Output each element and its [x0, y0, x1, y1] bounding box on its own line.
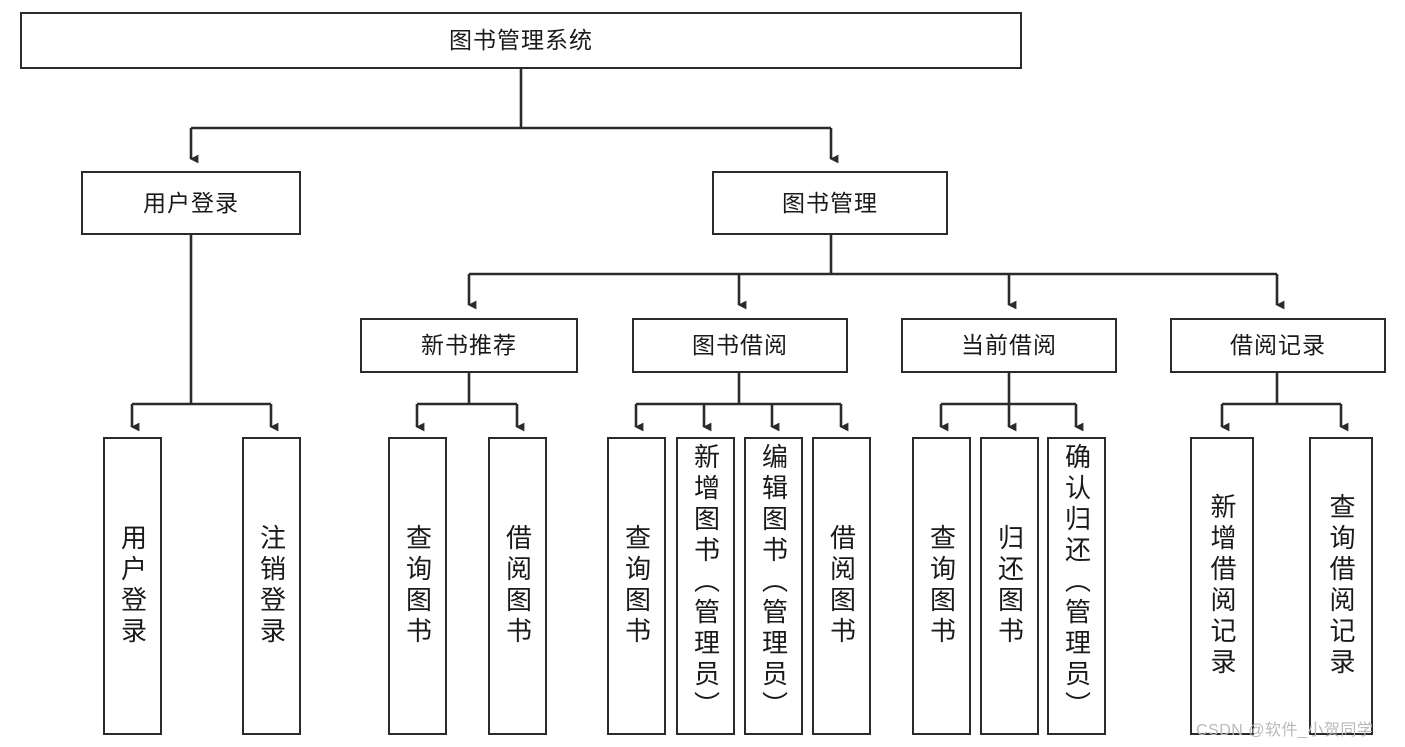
node-leaf-add-book-admin[interactable]: 新增图书（管理员） — [676, 437, 735, 735]
node-book-management[interactable]: 图书管理 — [712, 171, 948, 235]
node-label: 用户登录 — [117, 524, 148, 648]
node-label: 新书推荐 — [421, 332, 517, 359]
node-label: 图书管理 — [782, 189, 878, 216]
node-leaf-borrow-book[interactable]: 借阅图书 — [812, 437, 871, 735]
node-label: 图书管理系统 — [449, 27, 593, 54]
node-label: 新增图书（管理员） — [690, 443, 721, 722]
node-leaf-query-book-recommend[interactable]: 查询图书 — [388, 437, 447, 735]
node-leaf-add-borrow-record[interactable]: 新增借阅记录 — [1190, 437, 1254, 735]
node-label: 借阅图书 — [502, 524, 533, 648]
node-leaf-confirm-return-admin[interactable]: 确认归还（管理员） — [1047, 437, 1106, 735]
node-label: 查询图书 — [621, 524, 652, 648]
node-label: 注销登录 — [256, 524, 287, 648]
node-current-borrow[interactable]: 当前借阅 — [901, 318, 1117, 373]
node-leaf-query-book-borrow[interactable]: 查询图书 — [607, 437, 666, 735]
node-leaf-borrow-book-recommend[interactable]: 借阅图书 — [488, 437, 547, 735]
node-root-library-management-system[interactable]: 图书管理系统 — [20, 12, 1022, 69]
node-book-borrow[interactable]: 图书借阅 — [632, 318, 848, 373]
node-new-book-recommend[interactable]: 新书推荐 — [360, 318, 578, 373]
node-label: 确认归还（管理员） — [1061, 443, 1092, 722]
node-borrow-record[interactable]: 借阅记录 — [1170, 318, 1386, 373]
node-label: 查询图书 — [926, 524, 957, 648]
node-label: 当前借阅 — [961, 332, 1057, 359]
node-leaf-return-book[interactable]: 归还图书 — [980, 437, 1039, 735]
node-label: 用户登录 — [143, 189, 239, 216]
node-label: 新增借阅记录 — [1207, 493, 1237, 679]
node-label: 查询图书 — [402, 524, 433, 648]
node-leaf-edit-book-admin[interactable]: 编辑图书（管理员） — [744, 437, 803, 735]
node-label: 归还图书 — [994, 524, 1025, 648]
csdn-watermark: CSDN @软件_小贺同学 — [1196, 722, 1374, 739]
node-label: 图书借阅 — [692, 332, 788, 359]
node-leaf-logout-login[interactable]: 注销登录 — [242, 437, 301, 735]
node-label: 查询借阅记录 — [1326, 493, 1356, 679]
node-leaf-user-login[interactable]: 用户登录 — [103, 437, 162, 735]
node-leaf-query-book-current[interactable]: 查询图书 — [912, 437, 971, 735]
node-label: 借阅图书 — [826, 524, 857, 648]
node-user-login[interactable]: 用户登录 — [81, 171, 301, 235]
node-label: 借阅记录 — [1230, 332, 1326, 359]
node-label: 编辑图书（管理员） — [758, 443, 789, 722]
node-leaf-query-borrow-record[interactable]: 查询借阅记录 — [1309, 437, 1373, 735]
